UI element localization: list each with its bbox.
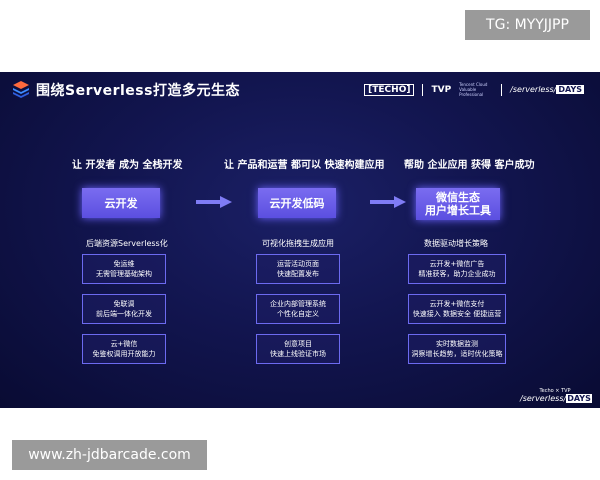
sub-heading-visual: 可视化拖拽生成应用 [262,239,334,248]
arrow-right-icon [196,196,232,208]
tvp-logo: TVP [431,84,452,95]
main-box-low-code: 云开发低码 [258,188,336,218]
logo-divider [501,83,503,96]
techo-logo: [TECHO] [364,83,415,96]
sub-heading-serverless: 后端资源Serverless化 [86,239,168,248]
feature-card: 实时数据监测洞察增长趋势，适时优化策略 [408,334,506,364]
footer-event-logo: Techo × TVP /serverless/DAYS [520,388,592,403]
main-box-wechat-growth: 微信生态用户增长工具 [416,188,500,220]
slide-title: 围绕Serverless打造多元生态 [36,83,240,99]
stack-logo-icon [13,81,29,98]
feature-card: 免运维无需管理基础架构 [82,254,166,284]
column-heading-enterprise: 帮助 企业应用 获得 客户成功 [404,160,535,171]
header-logos: [TECHO] TVP Tencent Cloud Valuable Profe… [364,82,584,97]
presentation-slide: 围绕Serverless打造多元生态 [TECHO] TVP Tencent C… [0,72,600,408]
tvp-subtitle: Tencent Cloud Valuable Professional [459,82,488,97]
feature-card: 运营活动页面快速配置发布 [256,254,340,284]
feature-card: 云+微信免鉴权调用开放能力 [82,334,166,364]
column-heading-developer: 让 开发者 成为 全栈开发 [72,160,183,171]
feature-card: 免联调前后端一体化开发 [82,294,166,324]
arrow-right-icon [370,196,406,208]
feature-card: 云开发+微信广告精准获客，助力企业成功 [408,254,506,284]
main-box-cloud-dev: 云开发 [82,188,160,218]
feature-card: 创意项目快速上线验证市场 [256,334,340,364]
column-heading-product: 让 产品和运营 都可以 快速构建应用 [224,160,385,171]
logo-divider [422,83,424,96]
feature-card: 云开发+微信支付快速接入 数据安全 便捷运营 [408,294,506,324]
watermark-bottom: www.zh-jdbarcade.com [12,440,207,470]
serverless-days-logo: /serverless/DAYS [510,85,584,94]
feature-card: 企业内部管理系统个性化自定义 [256,294,340,324]
sub-heading-data-driven: 数据驱动增长策略 [424,239,488,248]
watermark-top: TG: MYYJJPP [465,10,590,40]
